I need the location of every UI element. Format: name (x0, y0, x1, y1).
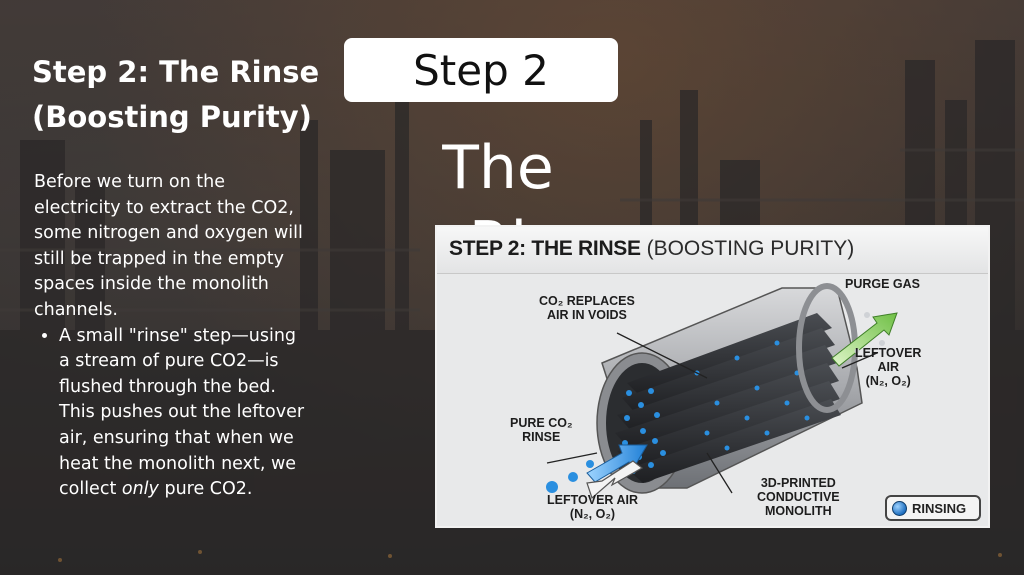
label-monolith-line3: MONOLITH (764, 504, 832, 518)
diagram-header: STEP 2: THE RINSE (BOOSTING PURITY) (437, 227, 988, 274)
label-pure-co2-line1: PURE CO₂ (510, 416, 573, 430)
bullet-item: A small "rinse" step—using a stream of p… (59, 324, 306, 503)
diagram-title: STEP 2: THE RINSE (BOOSTING PURITY) (449, 237, 854, 261)
label-co2-replaces: CO₂ REPLACES AIR IN VOIDS (539, 294, 635, 322)
label-co2-replaces-line1: CO₂ REPLACES (539, 294, 635, 308)
bullet-text-end: pure CO2. (158, 479, 253, 500)
label-monolith-line1: 3D-PRINTED (760, 476, 836, 490)
label-pure-co2-line2: RINSE (522, 430, 561, 444)
label-leftover-air-right: LEFTOVER AIR (N₂, O₂) (855, 346, 921, 388)
diagram-title-sub: (BOOSTING PURITY) (646, 237, 855, 260)
rinsing-badge-label: RINSING (912, 500, 967, 516)
purge-gas-arrow (831, 312, 898, 367)
bullet-emphasis: only (121, 479, 159, 500)
intro-paragraph: Before we turn on the electricity to ext… (34, 172, 303, 320)
label-leftover-bottom-line1: LEFTOVER AIR (547, 493, 638, 507)
pure-co2-arrow (546, 444, 648, 493)
slide-body: Before we turn on the electricity to ext… (34, 170, 306, 503)
monolith-illustration (546, 283, 898, 500)
step-label-box: Step 2 (344, 38, 618, 102)
label-monolith: 3D-PRINTED CONDUCTIVE MONOLITH (757, 476, 840, 518)
label-leftover-right-line1: LEFTOVER (855, 346, 922, 360)
leftover-air-arrow-bottom (586, 460, 644, 500)
status-dot-icon (892, 500, 907, 516)
step-label: Step 2 (413, 45, 549, 95)
bullet-list: A small "rinse" step—using a stream of p… (34, 324, 306, 503)
label-purge-gas: PURGE GAS (845, 277, 921, 291)
label-leftover-bottom-line2: (N₂, O₂) (569, 507, 616, 521)
label-co2-replaces-line2: AIR IN VOIDS (546, 308, 627, 322)
label-pure-co2-rinse: PURE CO₂ RINSE (510, 416, 573, 444)
label-leftover-air-bottom: LEFTOVER AIR (N₂, O₂) (547, 493, 638, 521)
monolith-channels (615, 313, 841, 483)
label-leftover-right-line3: (N₂, O₂) (865, 374, 911, 388)
label-leftover-right-line2: AIR (877, 360, 899, 374)
diagram-title-bold: STEP 2: THE RINSE (449, 237, 641, 260)
leader-lines (546, 332, 878, 494)
slide-title: Step 2: The Rinse (Boosting Purity) (32, 55, 320, 134)
bullet-text-start: A small "rinse" step—using a stream of p… (59, 325, 305, 500)
rinse-diagram: STEP 2: THE RINSE (BOOSTING PURITY) (435, 225, 990, 528)
rinsing-badge: RINSING (885, 495, 981, 521)
label-monolith-line2: CONDUCTIVE (757, 490, 840, 504)
